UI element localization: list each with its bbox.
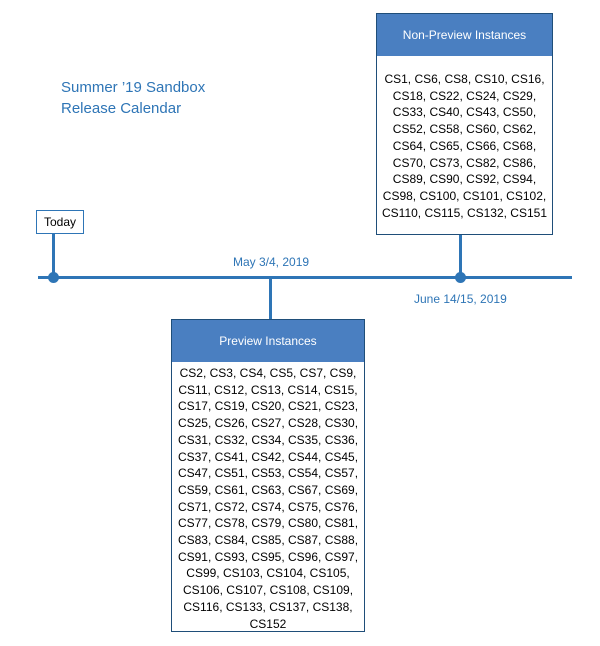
timeline-axis <box>38 276 572 279</box>
non-preview-list: CS1, CS6, CS8, CS10, CS16, CS18, CS22, C… <box>377 56 552 221</box>
preview-line: CS25, CS26, CS27, CS28, CS30, <box>177 416 359 431</box>
june-dot <box>455 272 466 283</box>
preview-line: CS37, CS41, CS42, CS44, CS45, <box>177 449 359 464</box>
non-preview-line: CS110, CS115, CS132, CS151 <box>382 205 547 220</box>
preview-line: CS59, CS61, CS63, CS67, CS69, <box>177 482 359 497</box>
today-label: Today <box>36 210 84 234</box>
preview-line: CS83, CS84, CS85, CS87, CS88, <box>177 533 359 548</box>
preview-line: CS31, CS32, CS34, CS35, CS36, <box>177 432 359 447</box>
preview-line: CS152 <box>249 616 287 631</box>
preview-line: CS2, CS3, CS4, CS5, CS7, CS9, <box>179 366 357 380</box>
preview-line: CS11, CS12, CS13, CS14, CS15, <box>178 382 358 397</box>
non-preview-panel: Non-Preview Instances CS1, CS6, CS8, CS1… <box>376 13 553 235</box>
june-date-label: June 14/15, 2019 <box>414 292 507 306</box>
non-preview-heading: Non-Preview Instances <box>377 14 552 56</box>
preview-line: CS106, CS107, CS108, CS109, <box>182 583 354 598</box>
preview-line: CS47, CS51, CS53, CS54, CS57, <box>177 466 359 481</box>
preview-line: CS99, CS103, CS104, CS105, <box>186 566 350 581</box>
non-preview-line: CS89, CS90, CS92, CS94, <box>392 172 537 187</box>
preview-line: CS71, CS72, CS74, CS75, CS76, <box>177 499 359 514</box>
non-preview-line: CS98, CS100, CS101, CS102, <box>382 188 547 203</box>
non-preview-line: CS64, CS65, CS66, CS68, <box>392 138 537 153</box>
preview-heading: Preview Instances <box>172 320 364 362</box>
preview-line: CS116, CS133, CS137, CS138, <box>183 599 353 614</box>
preview-panel: Preview Instances CS2, CS3, CS4, CS5, CS… <box>171 319 365 632</box>
non-preview-line: CS52, CS58, CS60, CS62, <box>392 122 537 137</box>
non-preview-line: CS70, CS73, CS82, CS86, <box>392 155 537 170</box>
title-line-2: Release Calendar <box>61 100 182 117</box>
may-connector <box>269 277 272 319</box>
non-preview-line: CS18, CS22, CS24, CS29, <box>392 88 537 103</box>
preview-line: CS17, CS19, CS20, CS21, CS23, <box>177 399 359 414</box>
title-line-1: Summer ’19 Sandbox <box>61 79 206 96</box>
june-connector <box>459 235 462 277</box>
preview-list: CS2, CS3, CS4, CS5, CS7, CS9, CS11, CS12… <box>172 362 364 632</box>
calendar-title: Summer ’19 Sandbox Release Calendar <box>61 77 205 119</box>
non-preview-line: CS1, CS6, CS8, CS10, CS16, <box>384 72 545 86</box>
may-date-label: May 3/4, 2019 <box>233 255 310 269</box>
today-connector <box>52 233 55 277</box>
preview-line: CS77, CS78, CS79, CS80, CS81, <box>177 516 359 531</box>
non-preview-line: CS33, CS40, CS43, CS50, <box>392 105 537 120</box>
preview-line: CS91, CS93, CS95, CS96, CS97, <box>177 549 359 564</box>
